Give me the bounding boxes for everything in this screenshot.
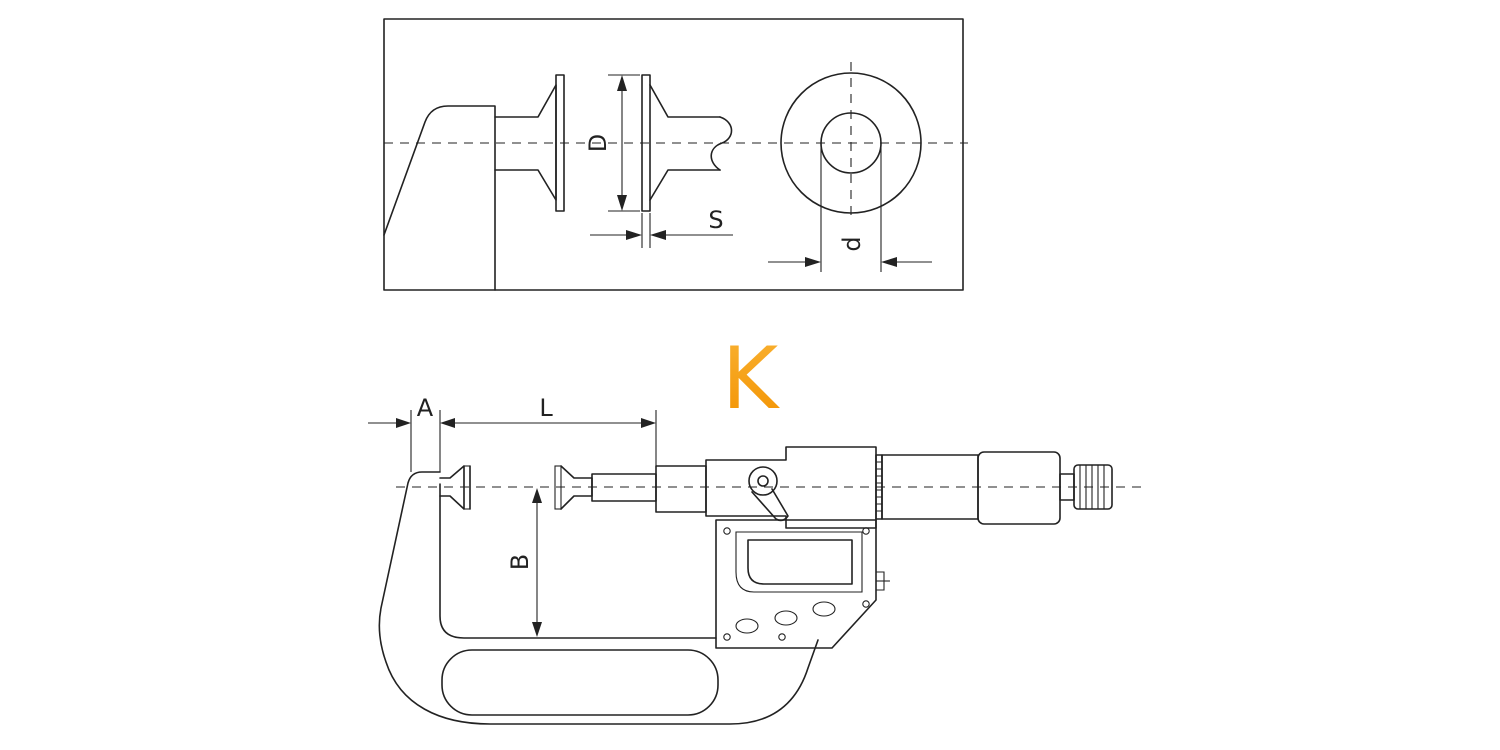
label-A: A (417, 394, 434, 422)
lock-lever (748, 466, 789, 522)
model-letter: K (722, 329, 781, 429)
knurled-grip (977, 451, 1061, 525)
dimension-d: d (768, 236, 932, 267)
screw (862, 527, 870, 535)
function-button (735, 618, 759, 634)
label-B: B (506, 554, 534, 570)
function-button (812, 601, 836, 617)
main-view: A L B (368, 394, 1142, 725)
detail-view: D S d (383, 18, 968, 291)
screw (723, 633, 731, 641)
dimension-S: S (590, 206, 733, 248)
dimension-B: B (506, 488, 542, 637)
c-frame-inner (439, 483, 717, 639)
label-S: S (708, 206, 723, 234)
function-button (774, 610, 798, 626)
right-spindle (641, 74, 733, 212)
screw (862, 600, 870, 608)
display-window-outline (735, 531, 863, 593)
c-frame-outer (378, 471, 819, 725)
frame-body-profile (383, 105, 496, 291)
frame-window (441, 649, 719, 716)
label-L: L (539, 394, 553, 422)
electronic-housing (715, 519, 877, 649)
dimension-A: A (368, 394, 455, 472)
display-window (747, 539, 853, 585)
detail-frame (383, 18, 964, 291)
screw (723, 527, 731, 535)
label-d: d (838, 236, 866, 251)
dimension-L: L (446, 394, 657, 466)
spindle-sleeve (655, 465, 707, 513)
screw (778, 633, 786, 641)
